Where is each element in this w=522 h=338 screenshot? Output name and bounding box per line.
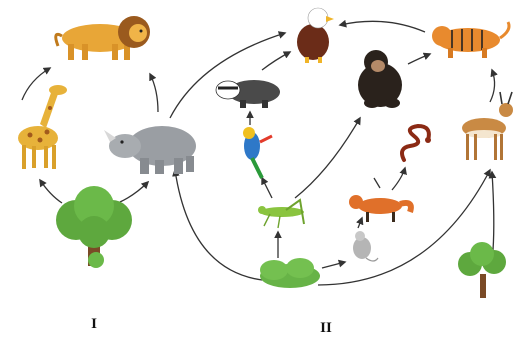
arrow-chimp-to-tiger xyxy=(407,52,432,65)
arrow-tree1-to-giraffe xyxy=(39,178,63,204)
arrow-tree2-to-antelope xyxy=(488,170,497,251)
mouse-icon xyxy=(353,231,379,262)
tiger-icon xyxy=(432,21,511,58)
arrow-grass-to-mouse xyxy=(321,259,347,269)
web-label-one: I xyxy=(91,316,97,332)
arrow-rhino-to-eagle xyxy=(169,31,287,119)
arrow-fox-to-eagle xyxy=(373,177,381,189)
arrow-giraffe-to-lion xyxy=(21,67,52,101)
arrow-mouse-to-fox xyxy=(356,216,364,229)
arrow-rhino-to-lion xyxy=(149,72,159,113)
giraffe-icon xyxy=(18,85,67,169)
tree-icon-web-two xyxy=(458,242,506,298)
arrow-fox-to-snake xyxy=(391,166,407,191)
arrow-grasshopper-to-parrot xyxy=(261,176,273,199)
parrot-icon xyxy=(243,127,273,179)
snake-icon xyxy=(400,123,431,162)
chimpanzee-icon xyxy=(358,50,402,108)
eagle-icon xyxy=(297,7,334,63)
arrow-tiger-to-eagle xyxy=(338,19,426,33)
arrow-tree1-to-rhino xyxy=(119,180,150,203)
badger-icon xyxy=(215,80,280,108)
grasshopper-icon xyxy=(258,198,305,229)
grass-icon xyxy=(260,258,320,288)
tree-icon-web-one xyxy=(56,186,132,268)
web-label-two: II xyxy=(320,320,332,336)
antelope-icon xyxy=(462,91,513,160)
rhinoceros-icon xyxy=(104,126,196,174)
arrow-antelope-to-tiger xyxy=(489,68,498,103)
arrow-grass-to-rhino xyxy=(172,168,263,281)
arrow-grass-to-antelope xyxy=(317,168,491,286)
lion-icon xyxy=(54,16,150,60)
arrows xyxy=(21,19,498,286)
arrow-badger-to-eagle xyxy=(261,51,292,71)
arrow-grasshopper-to-chimp xyxy=(294,116,361,199)
fox-icon xyxy=(349,195,414,222)
